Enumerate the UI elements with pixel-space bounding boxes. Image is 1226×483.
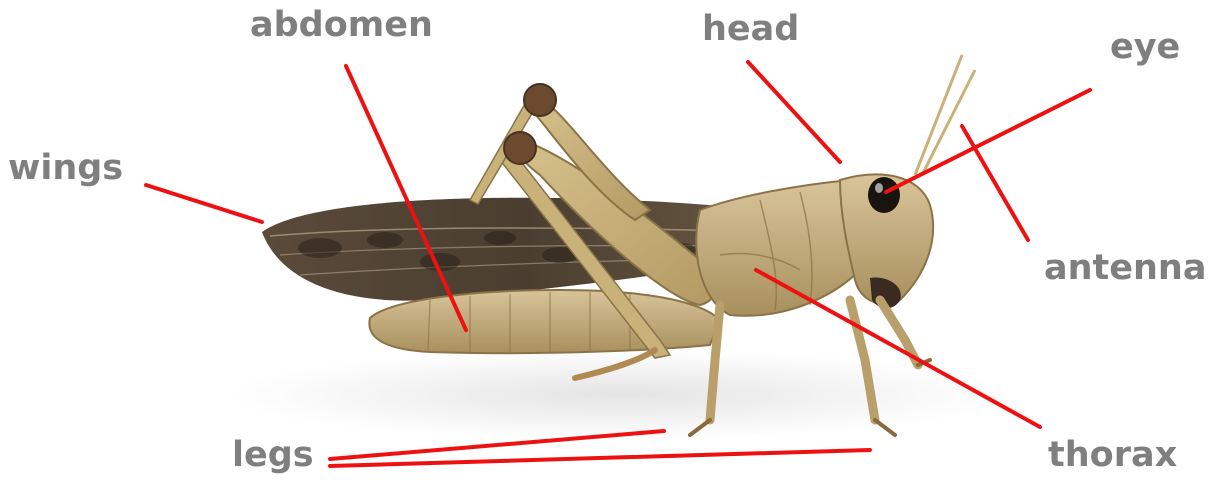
- eye-shape: [868, 177, 900, 213]
- label-legs: legs: [232, 438, 314, 473]
- label-antenna: antenna: [1044, 251, 1206, 286]
- antenna-leader-line: [962, 126, 1028, 240]
- abdomen-shape: [369, 290, 720, 353]
- knee-2-shape: [504, 132, 536, 164]
- thorax-shape: [696, 180, 860, 316]
- label-eye: eye: [1110, 30, 1180, 65]
- knee-shape: [524, 84, 556, 116]
- eye-leader-line: [886, 90, 1090, 192]
- wings-leader-line: [146, 185, 262, 222]
- eye-highlight-shape: [875, 183, 883, 193]
- label-wings: wings: [8, 151, 123, 186]
- label-head: head: [702, 12, 799, 47]
- label-abdomen: abdomen: [250, 8, 433, 43]
- head-leader-line: [748, 62, 840, 162]
- label-thorax: thorax: [1048, 438, 1177, 473]
